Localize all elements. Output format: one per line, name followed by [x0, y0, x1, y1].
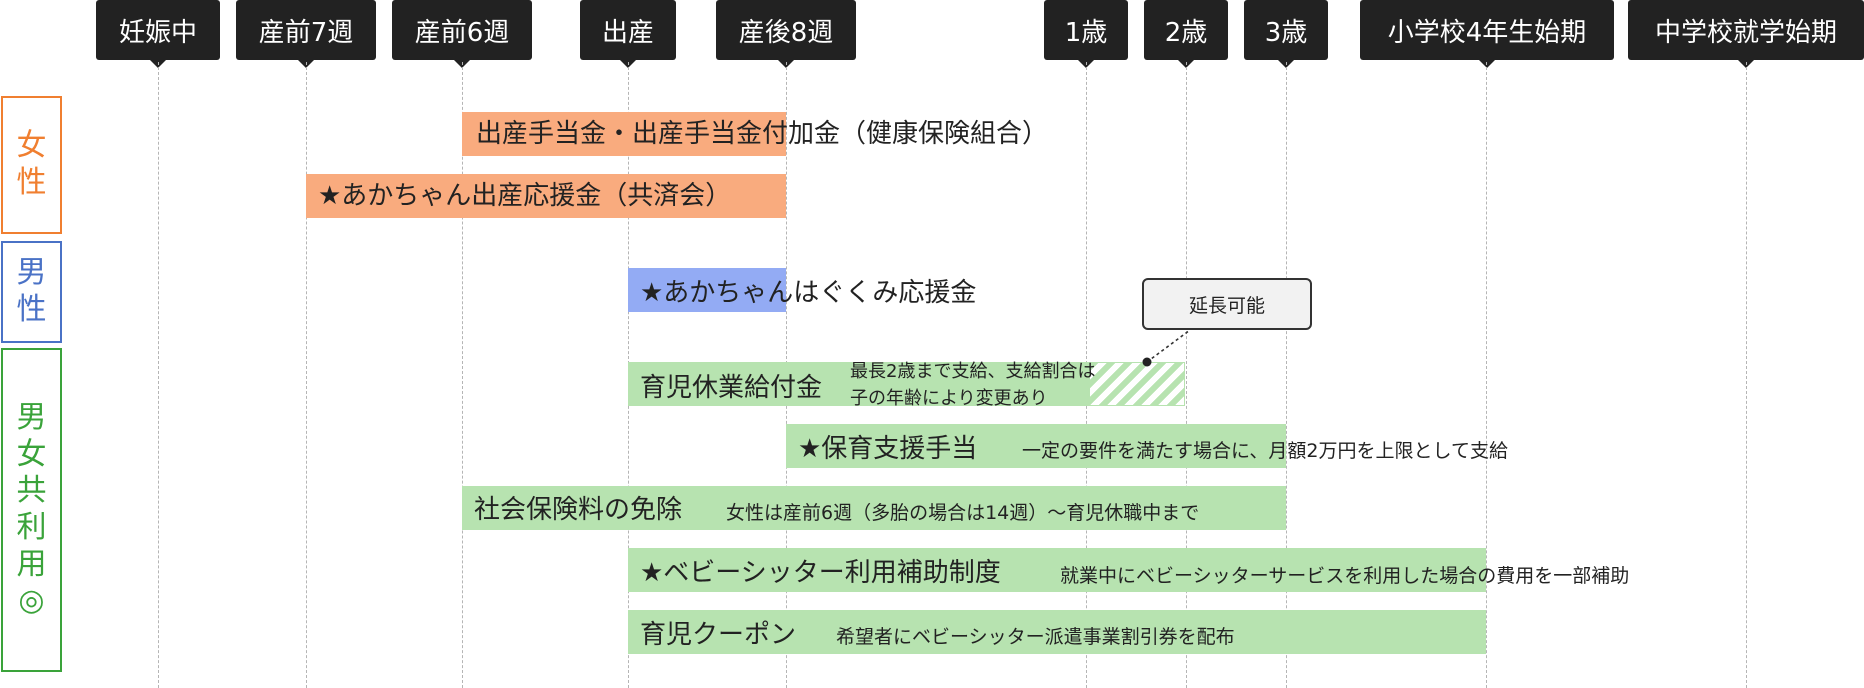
- bar-childcare-coupon-note: 希望者にベビーシッター派遣事業割引券を配布: [836, 626, 1235, 648]
- milestone-header-postnatal-8w: 産後8週: [716, 0, 856, 68]
- milestone-header-pregnancy: 妊娠中: [96, 0, 220, 68]
- bar-social-insurance-exemption: [462, 486, 1286, 530]
- bar-childcare-leave-extension: [1089, 362, 1185, 406]
- category-male-label: 男性: [16, 255, 47, 327]
- bar-social-insurance-exemption-title: 社会保険料の免除: [474, 495, 683, 525]
- milestone-header-elementary-4th: 小学校4年生始期: [1360, 0, 1614, 68]
- category-both-label: 男女共利用◎: [16, 400, 47, 619]
- gridline-age-3: [1286, 62, 1287, 688]
- milestone-header-birth: 出産: [580, 0, 676, 68]
- bar-baby-nurture-support: [628, 268, 786, 312]
- callout-extension-label: 延長可能: [1188, 294, 1265, 317]
- bar-maternity-allowance-title: 出産手当金・出産手当金付加金（健康保険組合）: [476, 119, 1049, 149]
- bar-childcare-leave-benefit-note-1: 最長2歳まで支給、支給割合は: [850, 361, 1096, 382]
- gridline-junior-high: [1746, 62, 1747, 688]
- category-male: 男性: [1, 241, 62, 343]
- bar-nursery-allowance: [786, 424, 1286, 468]
- milestone-header-prenatal-6w: 産前6週: [392, 0, 532, 68]
- bar-childcare-leave-benefit-title: 育児休業給付金: [640, 373, 823, 403]
- bar-childcare-leave-benefit-note-2: 子の年齢により変更あり: [850, 388, 1048, 409]
- bar-baby-support-mutual-title: ★あかちゃん出産応援金（共済会）: [318, 181, 732, 211]
- bar-nursery-allowance-title: ★保育支援手当: [798, 434, 978, 464]
- category-both: 男女共利用◎: [1, 348, 62, 672]
- bar-childcare-coupon-title: 育児クーポン: [640, 620, 797, 650]
- gridline-pregnancy: [158, 62, 159, 688]
- bar-social-insurance-exemption-note: 女性は産前6週（多胎の場合は14週）～育児休職中まで: [726, 502, 1200, 524]
- bar-babysitter-subsidy-note: 就業中にベビーシッターサービスを利用した場合の費用を一部補助: [1060, 565, 1630, 587]
- gridline-prenatal-7w: [306, 62, 307, 688]
- bar-baby-nurture-support-title: ★あかちゃんはぐくみ応援金: [640, 278, 977, 308]
- gridline-age-2: [1186, 62, 1187, 688]
- bar-babysitter-subsidy: [628, 548, 1486, 592]
- callout-extension-possible: 延長可能: [1142, 278, 1312, 330]
- bar-childcare-leave-benefit: [628, 362, 1089, 406]
- bar-nursery-allowance-note: 一定の要件を満たす場合に、月額2万円を上限として支給: [1022, 440, 1508, 462]
- category-female-label: 女性: [16, 128, 47, 200]
- milestone-header-age-3: 3歳: [1244, 0, 1328, 68]
- bar-baby-support-mutual: [306, 174, 786, 218]
- gridline-prenatal-6w: [462, 62, 463, 688]
- category-female: 女性: [1, 96, 62, 234]
- gridline-elementary-4th: [1486, 62, 1487, 688]
- milestone-header-prenatal-7w: 産前7週: [236, 0, 376, 68]
- bar-childcare-coupon: [628, 610, 1486, 654]
- callout-anchor-dot: [1142, 357, 1152, 367]
- bar-maternity-allowance: [462, 112, 786, 156]
- milestone-header-age-1: 1歳: [1044, 0, 1128, 68]
- bar-babysitter-subsidy-title: ★ベビーシッター利用補助制度: [640, 558, 1001, 588]
